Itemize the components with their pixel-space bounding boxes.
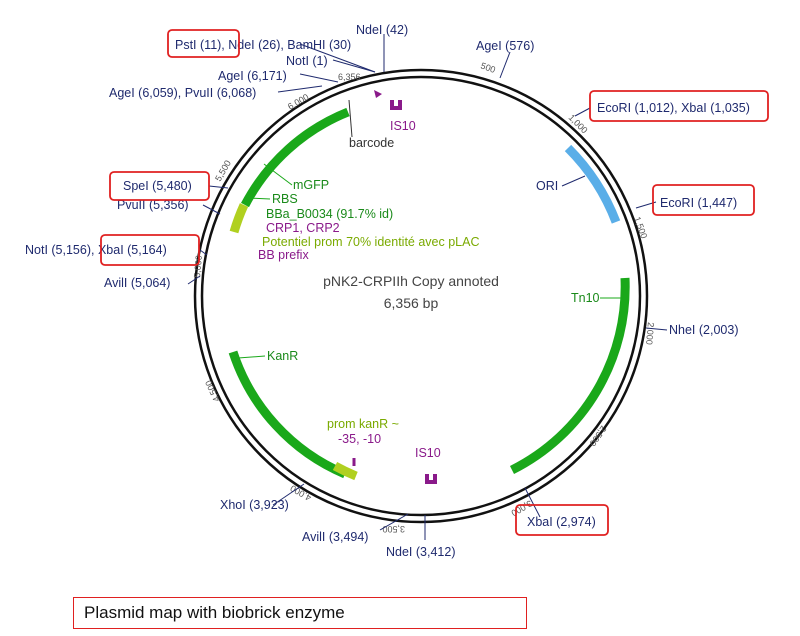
site-agei-576: AgeI (576)	[476, 39, 534, 53]
caption: Plasmid map with biobrick enzyme	[73, 597, 527, 629]
site-avili-3494: AvilI (3,494)	[302, 530, 368, 544]
mgfp-leader	[263, 163, 293, 186]
is10-bottom-marker	[425, 474, 437, 484]
site-noti-xbai: NotI (5,156), XbaI (5,164)	[25, 243, 167, 257]
site-ndei-42: NdeI (42)	[356, 23, 408, 37]
feature-kanr-arc	[228, 350, 347, 479]
site-spei-5480: SpeI (5,480)	[123, 179, 192, 193]
tick-3500: 3,500	[382, 524, 405, 534]
label-kanr: KanR	[267, 349, 298, 363]
barcode-leader	[348, 99, 353, 138]
feature-prom-kanr-arc	[332, 462, 358, 481]
plasmid-map: 6,356 500 1,000 1,500 2,000 2,500 3,000 …	[25, 23, 769, 559]
label-bb-prefix: BB prefix	[258, 248, 309, 262]
backbone-outer-ring	[193, 68, 649, 524]
svg-text:5,500: 5,500	[213, 158, 233, 183]
label-prom-kanr-2: -35, -10	[338, 432, 381, 446]
tick-1500: 1,500	[632, 215, 649, 240]
tick-500: 500	[479, 60, 497, 75]
feature-potentiel-arc	[229, 203, 249, 234]
label-ori: ORI	[536, 179, 558, 193]
site-agei-pvuii: AgeI (6,059), PvuII (6,068)	[109, 86, 256, 100]
kanr-leader	[237, 355, 266, 359]
label-bba: BBa_B0034 (91.7% id)	[266, 207, 393, 221]
feature-ori-arc	[564, 144, 621, 224]
highlight-box-spei	[109, 171, 210, 201]
svg-text:5,000: 5,000	[192, 255, 204, 278]
site-nhei-2003: NheI (2,003)	[669, 323, 738, 337]
site-pvuii-5356: PvuII (5,356)	[117, 198, 189, 212]
site-agei-6171: AgeI (6,171)	[218, 69, 287, 83]
tick-5000: 5,000	[192, 255, 204, 278]
label-barcode: barcode	[349, 136, 394, 150]
feature-mgfp-arc	[241, 107, 350, 208]
rbs-leader	[247, 197, 271, 200]
backbone-inner-ring	[200, 75, 642, 517]
highlight-box-xbai-2974	[515, 504, 609, 536]
svg-text:500: 500	[479, 60, 497, 75]
plasmid-name: pNK2-CRPIIh Copy annoted	[323, 273, 499, 289]
label-prom-kanr-1: prom kanR ~	[327, 417, 399, 431]
tick-5500: 5,500	[213, 158, 233, 183]
svg-text:6,356: 6,356	[338, 72, 361, 82]
site-avili-5064: AvilI (5,064)	[104, 276, 170, 290]
site-xbai-2974: XbaI (2,974)	[527, 515, 596, 529]
highlight-box-pst	[167, 29, 240, 58]
label-potentiel: Potentiel prom 70% identité avec pLAC	[262, 235, 480, 249]
label-mgfp: mGFP	[293, 178, 329, 192]
tick-2000: 2,000	[644, 322, 656, 345]
tick-6356: 6,356	[338, 72, 361, 82]
label-is10-top: IS10	[390, 119, 416, 133]
svg-text:1,500: 1,500	[632, 215, 649, 240]
site-pst-nde-bam: PstI (11), NdeI (26), BamHI (30)	[175, 38, 351, 52]
label-is10-bottom: IS10	[415, 446, 441, 460]
feature-tn10-arc	[509, 277, 630, 475]
is10-top-marker	[390, 100, 402, 110]
ori-leader	[561, 175, 586, 187]
is10-top-arrow	[374, 90, 382, 98]
label-rbs: RBS	[272, 192, 298, 206]
svg-text:3,500: 3,500	[382, 524, 405, 534]
highlight-box-ecori-xbai	[589, 90, 769, 122]
site-ecori-1447: EcoRI (1,447)	[660, 196, 737, 210]
site-xhoi-3923: XhoI (3,923)	[220, 498, 289, 512]
highlight-box-ecori-1447	[652, 184, 755, 216]
label-crp: CRP1, CRP2	[266, 221, 340, 235]
site-noti-1: NotI (1)	[286, 54, 328, 68]
site-ndei-3412: NdeI (3,412)	[386, 545, 455, 559]
site-leader-lines	[187, 34, 668, 540]
plasmid-size: 6,356 bp	[384, 295, 439, 311]
highlight-box-xbai-5164	[100, 234, 200, 266]
site-ecori-xbai: EcoRI (1,012), XbaI (1,035)	[597, 101, 750, 115]
svg-text:2,000: 2,000	[644, 322, 656, 345]
label-tn10: Tn10	[571, 291, 600, 305]
